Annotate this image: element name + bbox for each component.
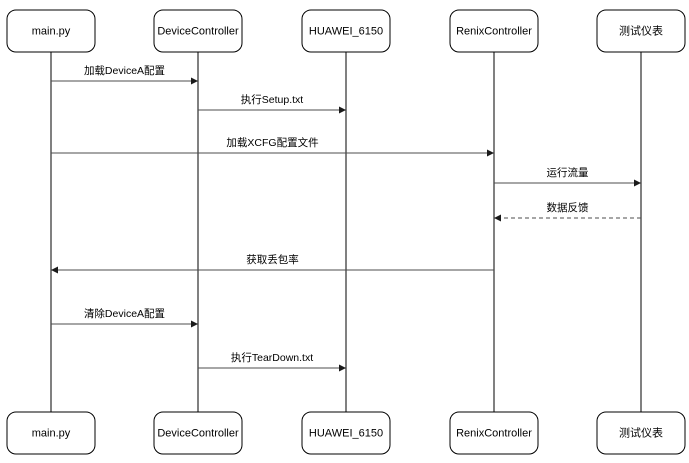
arrow-head-icon xyxy=(494,214,501,222)
arrow-head-icon xyxy=(339,364,346,372)
participant-label: DeviceController xyxy=(157,25,239,37)
message-label: 清除DeviceA配置 xyxy=(84,307,165,320)
arrow-head-icon xyxy=(634,179,641,187)
message-label: 执行TearDown.txt xyxy=(231,351,313,364)
message-m4[interactable]: 运行流量 xyxy=(494,166,641,187)
participant-renix-bottom[interactable]: RenixController xyxy=(449,411,539,455)
message-m2[interactable]: 执行Setup.txt xyxy=(198,93,346,114)
message-label: 执行Setup.txt xyxy=(241,93,304,106)
message-label: 加载XCFG配置文件 xyxy=(226,136,318,149)
arrow-head-icon xyxy=(191,320,198,328)
participants-top-layer: main.py DeviceController HUAWEI_6150 RenixC… xyxy=(6,9,686,53)
participant-meter-bottom[interactable]: 测试仪表 xyxy=(596,411,686,455)
message-m1[interactable]: 加载DeviceA配置 xyxy=(51,65,198,85)
participant-box xyxy=(301,411,391,455)
arrow-head-icon xyxy=(191,77,198,85)
participant-box xyxy=(153,411,243,455)
participant-label: 测试仪表 xyxy=(619,425,663,439)
participant-box xyxy=(6,9,96,53)
arrow-head-icon xyxy=(51,266,58,274)
participant-device-top[interactable]: DeviceController xyxy=(153,9,243,53)
participant-meter-top[interactable]: 测试仪表 xyxy=(596,9,686,53)
message-label: 获取丢包率 xyxy=(246,253,299,266)
participant-label: DeviceController xyxy=(157,427,239,439)
participant-label: HUAWEI_6150 xyxy=(309,25,383,37)
participant-label: main.py xyxy=(32,427,71,439)
participant-box xyxy=(449,411,539,455)
participant-device-bottom[interactable]: DeviceController xyxy=(153,411,243,455)
message-m5[interactable]: 数据反馈 xyxy=(494,201,641,222)
participant-label: 测试仪表 xyxy=(619,23,663,37)
participant-label: RenixController xyxy=(456,25,532,37)
message-label: 运行流量 xyxy=(547,166,589,179)
participant-box xyxy=(301,9,391,53)
message-m3[interactable]: 加载XCFG配置文件 xyxy=(51,136,494,157)
message-m6[interactable]: 获取丢包率 xyxy=(51,253,494,274)
participant-box xyxy=(449,9,539,53)
arrow-head-icon xyxy=(487,149,494,157)
participant-main-top[interactable]: main.py xyxy=(6,9,96,53)
participant-renix-top[interactable]: RenixController xyxy=(449,9,539,53)
message-label: 数据反馈 xyxy=(547,201,589,214)
participant-huawei-top[interactable]: HUAWEI_6150 xyxy=(301,9,391,53)
participant-label: RenixController xyxy=(456,427,532,439)
lifelines-layer xyxy=(50,52,642,412)
arrow-head-icon xyxy=(339,106,346,114)
participant-box xyxy=(6,411,96,455)
participants-bottom-layer: main.py DeviceController HUAWEI_6150 RenixC… xyxy=(6,411,686,455)
message-label: 加载DeviceA配置 xyxy=(84,65,165,77)
participant-label: HUAWEI_6150 xyxy=(309,427,383,439)
message-m8[interactable]: 执行TearDown.txt xyxy=(198,351,346,372)
participant-label: main.py xyxy=(32,25,71,37)
participant-main-bottom[interactable]: main.py xyxy=(6,411,96,455)
participant-huawei-bottom[interactable]: HUAWEI_6150 xyxy=(301,411,391,455)
participant-box xyxy=(596,9,686,53)
message-m7[interactable]: 清除DeviceA配置 xyxy=(51,307,198,328)
participant-box xyxy=(153,9,243,53)
participant-box xyxy=(596,411,686,455)
